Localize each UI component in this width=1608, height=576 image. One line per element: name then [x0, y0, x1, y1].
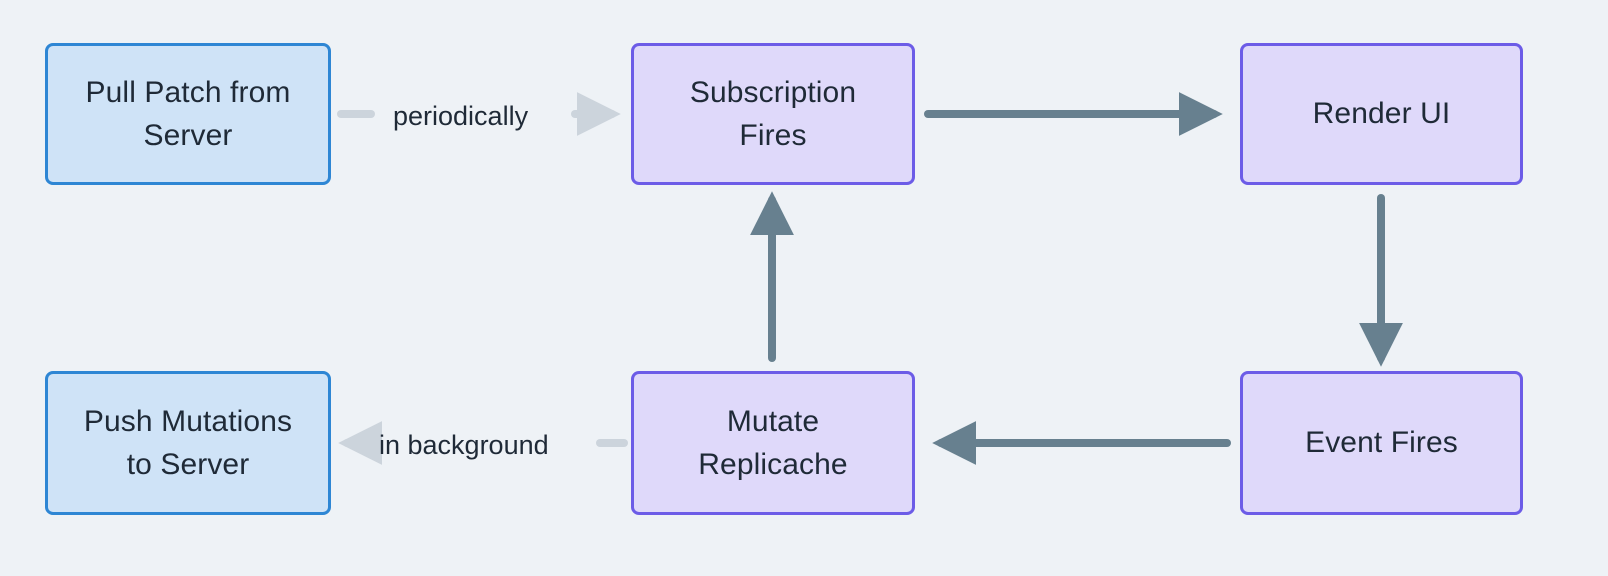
- node-render-ui[interactable]: Render UI: [1240, 43, 1523, 185]
- node-label: Event Fires: [1305, 426, 1458, 460]
- node-label: Push Mutations to Server: [83, 404, 293, 482]
- node-push-mutations-to-server[interactable]: Push Mutations to Server: [45, 371, 331, 515]
- node-pull-patch-from-server[interactable]: Pull Patch from Server: [45, 43, 331, 185]
- node-event-fires[interactable]: Event Fires: [1240, 371, 1523, 515]
- edge-label-in-background: in background: [379, 430, 549, 460]
- node-subscription-fires[interactable]: Subscription Fires: [631, 43, 915, 185]
- node-label: Pull Patch from Server: [85, 75, 291, 153]
- edge-label-periodically: periodically: [393, 101, 529, 131]
- node-mutate-replicache[interactable]: Mutate Replicache: [631, 371, 915, 515]
- node-label: Subscription Fires: [689, 75, 857, 153]
- node-label: Render UI: [1312, 97, 1451, 131]
- node-label: Mutate Replicache: [698, 404, 848, 482]
